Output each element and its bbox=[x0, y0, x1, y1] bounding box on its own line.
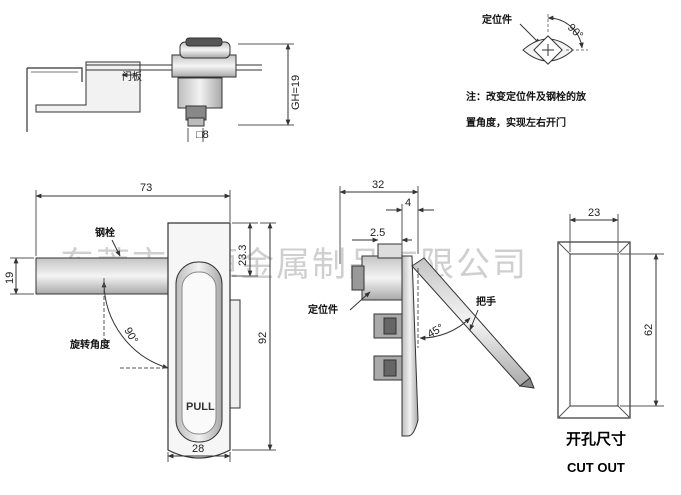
rotation-angle-label: 旋转角度 bbox=[69, 338, 111, 351]
dim-23: 23 bbox=[588, 207, 600, 219]
top-side-view: 门板 GH=19 □8 bbox=[26, 37, 302, 142]
dim-73: 73 bbox=[140, 182, 152, 194]
dim-4: 4 bbox=[405, 197, 411, 209]
sq8-dimension: □8 bbox=[196, 129, 209, 141]
dim-32: 32 bbox=[372, 179, 384, 191]
cutout-en-label: CUT OUT bbox=[567, 460, 625, 475]
dim-2-5: 2.5 bbox=[370, 227, 385, 239]
angle-90-front: 90° bbox=[121, 326, 140, 346]
gh-dimension: GH=19 bbox=[290, 75, 302, 110]
dim-19: 19 bbox=[4, 272, 16, 284]
dim-92: 92 bbox=[257, 332, 269, 344]
cutout-cn-label: 开孔尺寸 bbox=[566, 430, 626, 448]
dim-23-3: 23.3 bbox=[237, 245, 249, 266]
dim-62: 62 bbox=[643, 324, 655, 336]
positioner-side-label: 定位件 bbox=[308, 303, 338, 316]
positioner-top-label: 定位件 bbox=[482, 13, 512, 26]
cutout-view: 23 62 开孔尺寸 CUT OUT bbox=[557, 207, 664, 475]
front-view: PULL 73 19 23.3 92 28 钢栓 旋转角度 90° bbox=[4, 182, 276, 462]
latch-bolt-label: 钢栓 bbox=[95, 226, 115, 239]
dim-28: 28 bbox=[192, 443, 204, 455]
door-panel-label: 门板 bbox=[122, 70, 142, 83]
pull-text: PULL bbox=[186, 401, 215, 413]
positioner-detail: 定位件 90° 注：改变定位件及钢栓的放 置角度，实现左右开门 bbox=[466, 13, 588, 129]
side-view: 32 4 2.5 定位件 把手 45° bbox=[308, 179, 535, 437]
note-line-2: 置角度，实现左右开门 bbox=[466, 116, 566, 129]
note-line-1: 注：改变定位件及钢栓的放 bbox=[466, 90, 587, 103]
handle-label: 把手 bbox=[476, 295, 496, 308]
